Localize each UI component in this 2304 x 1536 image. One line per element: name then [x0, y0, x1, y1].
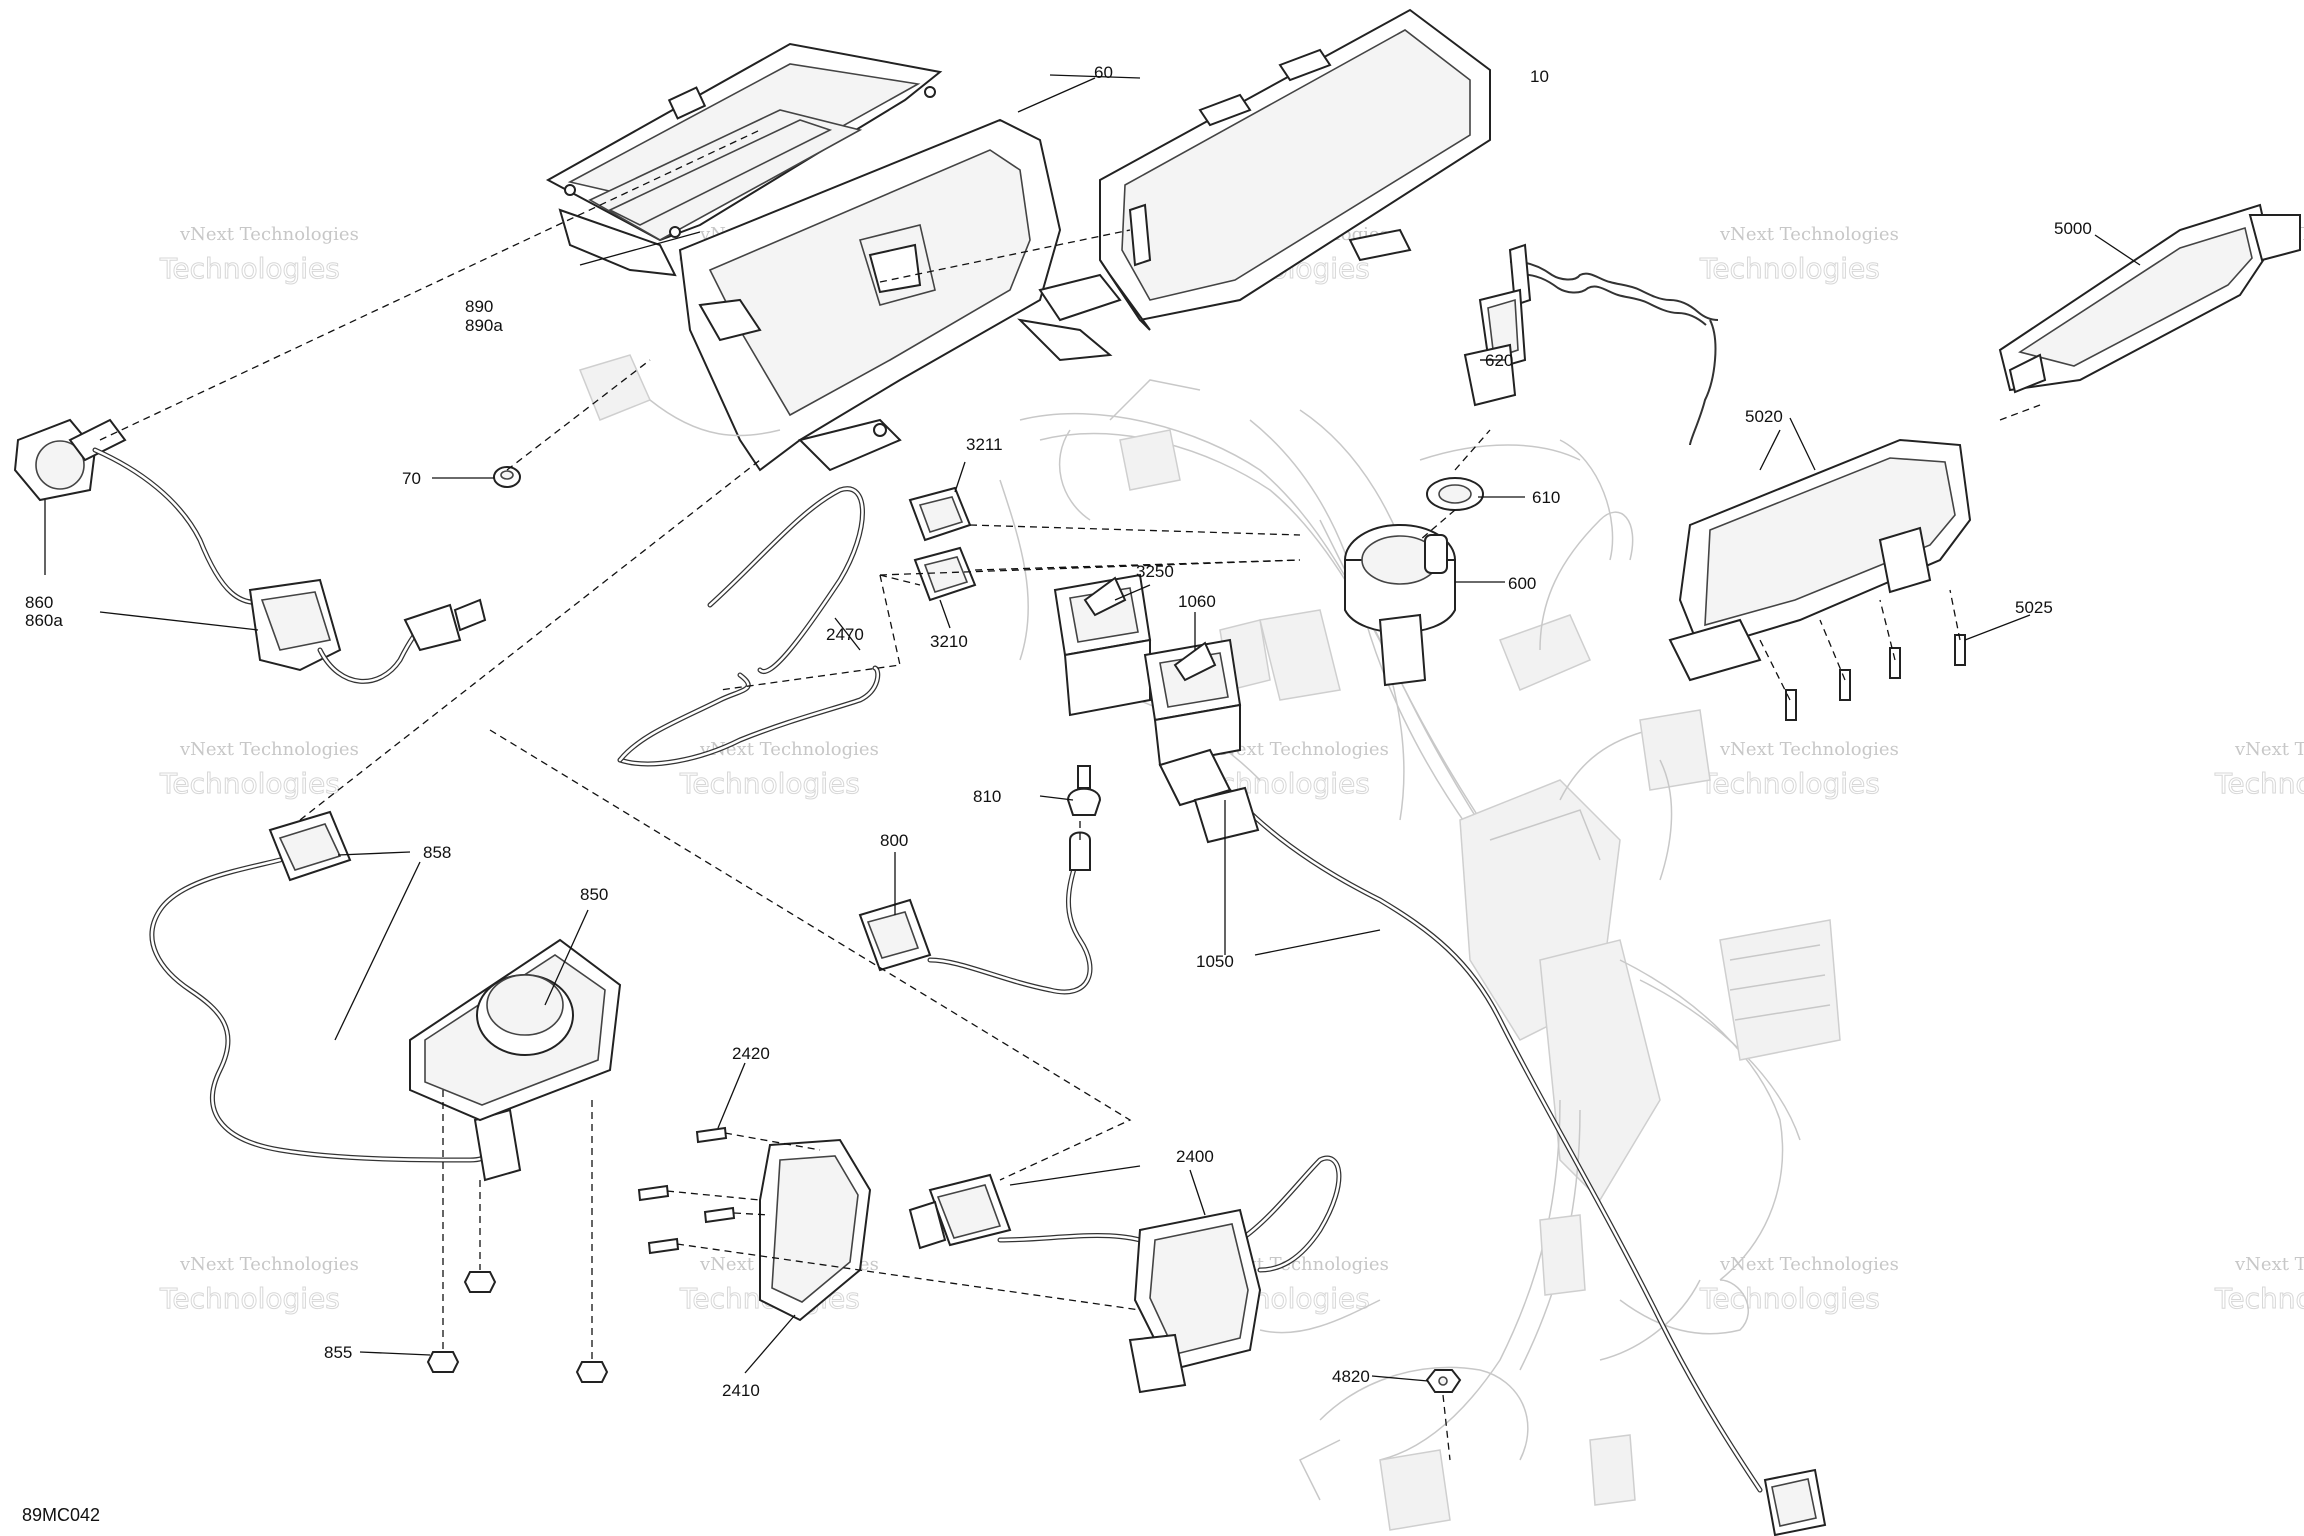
callout-3250: 3250 — [1136, 562, 1174, 581]
watermark: vNext Technologies Technologies — [679, 739, 879, 801]
part-810-sensor — [1066, 765, 1102, 816]
callout-850: 850 — [580, 885, 608, 904]
svg-text:vNext Technologies: vNext Technologies — [1719, 224, 1899, 245]
callout-800: 800 — [880, 831, 908, 850]
svg-text:Technologies: Technologies — [1699, 252, 1880, 285]
callout-2470: 2470 — [826, 625, 864, 644]
watermark: vNext Technologies Technologies — [1699, 1254, 1899, 1316]
callout-5025: 5025 — [2015, 598, 2053, 617]
callout-858: 858 — [423, 843, 451, 862]
svg-text:Technologies: Technologies — [1699, 767, 1880, 800]
svg-text:Technologies: Technologies — [2214, 1282, 2304, 1315]
svg-text:Technologies: Technologies — [159, 1282, 340, 1315]
callout-3211: 3211 — [966, 435, 1003, 454]
part-860-harness — [13, 418, 487, 684]
part-3211-connector — [908, 486, 972, 542]
callout-60: 60 — [1094, 63, 1113, 82]
svg-text:Technologies: Technologies — [679, 767, 860, 800]
svg-text:vNext Technologies: vNext Technologies — [1209, 739, 1389, 760]
watermark: vNext Technologies Technologies — [159, 1254, 359, 1316]
part-1060-switch — [1143, 638, 1242, 767]
part-850-control-knob — [409, 938, 622, 1122]
part-2410-bracket — [759, 1138, 872, 1322]
part-4820-nut — [1425, 1369, 1462, 1393]
part-890-cover — [545, 42, 943, 277]
callout-2410: 2410 — [722, 1381, 760, 1400]
svg-text:vNext Technologies: vNext Technologies — [1719, 739, 1899, 760]
callout-860a: 860a — [25, 611, 63, 630]
svg-text:Technologies: Technologies — [159, 252, 340, 285]
callout-890a: 890a — [465, 316, 503, 335]
svg-text:Technologies: Technologies — [2214, 767, 2304, 800]
ghost-main-harness — [999, 379, 1841, 1531]
part-600-ignition — [1344, 524, 1456, 687]
part-858-harness — [149, 810, 522, 1182]
svg-text:vNext Technologies: vNext Technologies — [1719, 1254, 1899, 1275]
svg-text:vNext Technologies: vNext Technologies — [699, 739, 879, 760]
callout-5020: 5020 — [1745, 407, 1783, 426]
svg-text:Technologies: Technologies — [1699, 1282, 1880, 1315]
callout-860: 860 — [25, 593, 53, 612]
part-3210-connector — [913, 546, 977, 602]
leader-lines — [44, 74, 2141, 1382]
part-60-frame — [678, 118, 1122, 472]
part-855-nuts — [426, 1271, 609, 1383]
part-5000-housing — [1998, 203, 2301, 394]
part-1050-main-wire — [1158, 748, 1827, 1536]
watermark: vNext Technologies Technologies — [159, 739, 359, 801]
callout-810: 810 — [973, 787, 1001, 806]
part-610-ring — [1426, 477, 1484, 511]
part-620-coiled-cord — [1463, 243, 1719, 446]
svg-text:vNext Technologies: vNext Technologies — [2234, 1254, 2304, 1275]
callout-10: 10 — [1530, 67, 1549, 86]
watermark: vNext Technologies Technologies — [1699, 224, 1899, 286]
svg-text:vNext Technologies: vNext Technologies — [2234, 739, 2304, 760]
callout-labels: 10 60 70 610 600 620 800 810 850 855 858… — [25, 63, 2092, 1400]
callout-2420: 2420 — [732, 1044, 770, 1063]
watermark: vNext Technologies Technologies — [2214, 1254, 2304, 1316]
callout-3210: 3210 — [930, 632, 968, 651]
watermark: vNext Technologies Technologies — [159, 224, 359, 286]
part-5020-cover — [1668, 438, 1972, 682]
callout-890: 890 — [465, 297, 493, 316]
part-10-display-cluster — [1099, 8, 1491, 331]
svg-text:vNext Technologies: vNext Technologies — [179, 224, 359, 245]
svg-text:vNext Technologies: vNext Technologies — [179, 1254, 359, 1275]
callout-4820: 4820 — [1332, 1367, 1370, 1386]
callout-855: 855 — [324, 1343, 352, 1362]
callout-600: 600 — [1508, 574, 1536, 593]
part-2420-screws — [637, 1126, 736, 1255]
watermark: vNext Technologies Technologies — [2214, 739, 2304, 801]
callout-610: 610 — [1532, 488, 1560, 507]
callout-5000: 5000 — [2054, 219, 2092, 238]
part-70-grommet — [493, 466, 521, 488]
assembly-dashed-lines — [99, 129, 2041, 1461]
callout-620: 620 — [1485, 351, 1513, 370]
callout-70: 70 — [402, 469, 421, 488]
part-3250-switch — [1053, 573, 1152, 717]
callout-1050: 1050 — [1196, 952, 1234, 971]
diagram-reference-code: 89MC042 — [22, 1505, 100, 1525]
svg-text:vNext Technologies: vNext Technologies — [179, 739, 359, 760]
part-2400-switch — [908, 1155, 1342, 1394]
callout-2400: 2400 — [1176, 1147, 1214, 1166]
part-800-harness — [858, 831, 1093, 995]
watermark: vNext Technologies Technologies — [1699, 739, 1899, 801]
callout-1060: 1060 — [1178, 592, 1216, 611]
part-5025-screws — [1785, 634, 1966, 721]
svg-text:Technologies: Technologies — [159, 767, 340, 800]
